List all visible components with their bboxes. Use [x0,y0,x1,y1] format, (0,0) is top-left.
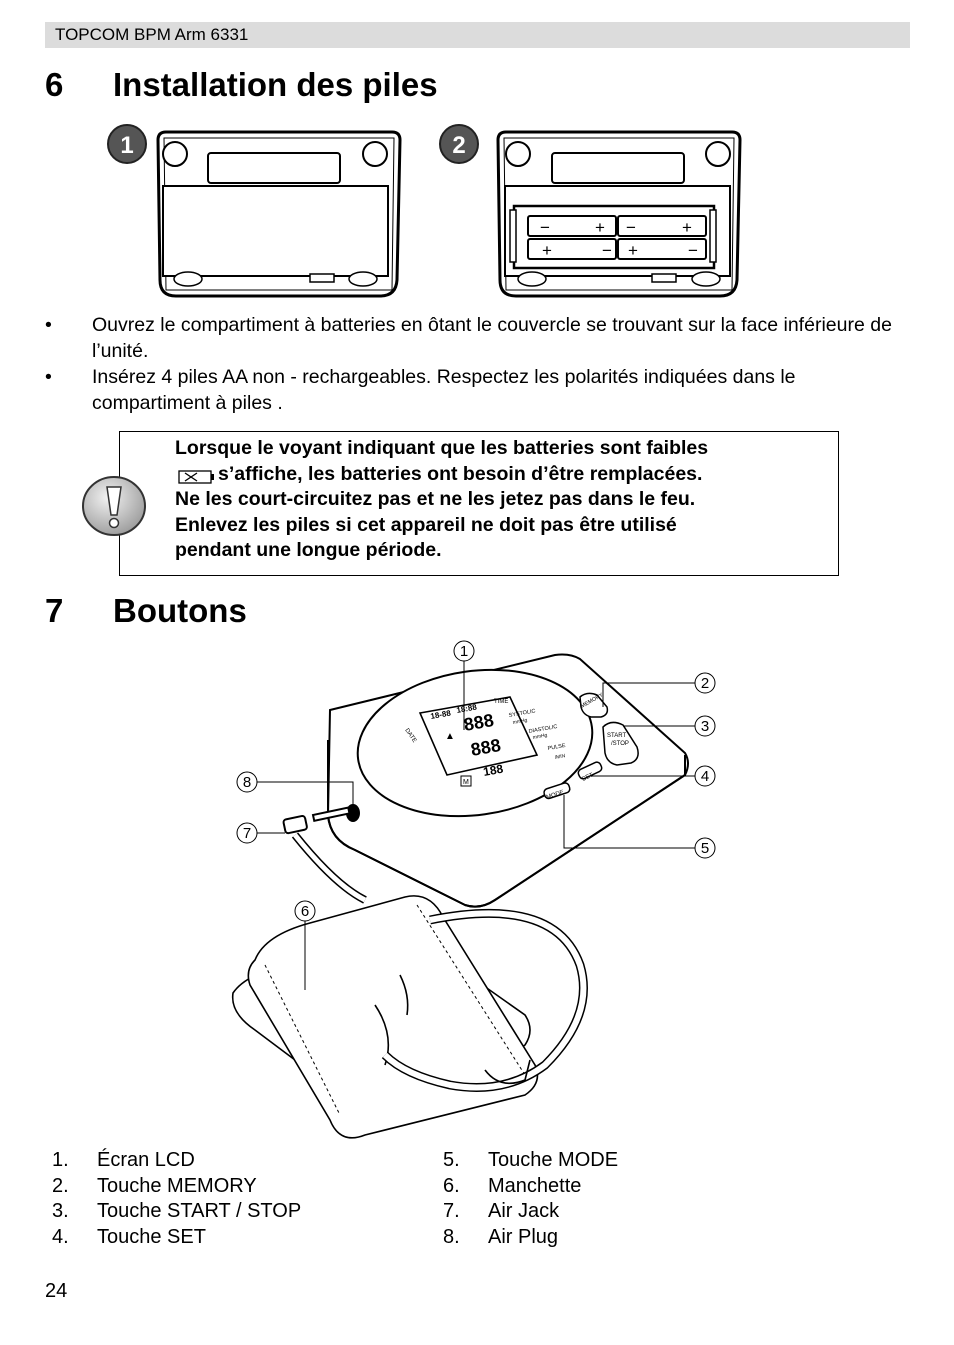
callout-lines [257,661,695,990]
low-battery-icon [178,469,214,484]
svg-text:▲: ▲ [445,731,455,742]
svg-text:188: 188 [482,762,504,779]
svg-text:SYSTOLIC: SYSTOLIC [508,708,536,719]
list-item: •Ouvrez le compartiment à batteries en ô… [45,314,892,362]
header-title: TOPCOM BPM Arm 6331 [55,25,249,44]
callout-number: 2 [701,675,709,692]
svg-text:−: − [540,218,550,237]
legend-right: 5.Touche MODE 6.Manchette 7.Air Jack 8.A… [443,1148,743,1251]
svg-text:18:88: 18:88 [456,702,478,715]
warning-box: Lorsque le voyant indiquant que les batt… [119,431,839,576]
svg-text:PULSE: PULSE [547,743,566,752]
lcd-screen [418,696,539,776]
svg-text:2: 2 [452,132,465,159]
battery-installation-figure: 1 2 − + − + [107,124,742,298]
svg-text:MODE: MODE [546,790,565,801]
battery-cell: + − [617,238,707,260]
warning-line: pendant une longue période. [175,539,442,561]
svg-text:−: − [688,241,698,260]
svg-text:START: START [607,733,626,739]
callout-number: 3 [701,718,709,735]
svg-text:DIASTOLIC: DIASTOLIC [528,724,558,735]
list-item: 8.Air Plug [443,1226,559,1249]
svg-text:−: − [602,241,612,260]
svg-text:M: M [463,779,469,786]
list-item: 5.Touche MODE [443,1149,619,1171]
svg-text:−: − [626,218,636,237]
warning-line: Enlevez les piles si cet appareil ne doi… [175,513,677,536]
list-item: 7.Air Jack [443,1200,560,1223]
running-header: TOPCOM BPM Arm 6331 [45,22,910,48]
callout-marker [236,640,716,922]
callout-number: 6 [301,903,309,920]
cuff [231,832,588,1139]
section-7-number: 7 [45,592,64,629]
bullet-text: Insérez 4 piles AA non - rechargeables. … [92,366,796,414]
section-7-title: Boutons [113,592,247,629]
svg-text:mmHg: mmHg [512,717,528,726]
section-6-title: Installation des piles [113,66,438,103]
svg-text:+: + [628,241,638,260]
svg-text:/MIN: /MIN [554,753,566,761]
callout-number: 7 [243,825,251,842]
list-item: 6.Manchette [443,1174,582,1197]
memory-button[interactable]: MEMORY [579,692,609,718]
instruction-list: •Ouvrez le compartiment à batteries en ô… [45,312,915,416]
legend-left: 1.Écran LCD 2.Touche MEMORY 3.Touche STA… [52,1148,382,1251]
monitor-body: 888 888 188 18:88 18-88 ▲ TIME SYSTOLIC … [282,653,689,908]
bullet-text: Ouvrez le compartiment à batteries en ôt… [92,314,892,362]
callout-number: 8 [243,774,251,791]
section-6-number: 6 [45,66,64,103]
svg-text:18-88: 18-88 [430,708,452,721]
warning-line: Lorsque le voyant indiquant que les batt… [175,437,709,459]
device-buttons-figure: 888 888 188 18:88 18-88 ▲ TIME SYSTOLIC … [231,640,716,1139]
svg-text:+: + [542,241,552,260]
list-item: 2.Touche MEMORY [52,1174,257,1197]
warning-line: Ne les court-circuitez pas et ne les jet… [175,488,696,510]
warning-line: s’affiche, les batteries ont besoin d’êt… [218,462,703,485]
list-item: 1.Écran LCD [52,1149,195,1171]
list-item: •Insérez 4 piles AA non - rechargeables.… [45,366,796,414]
set-button[interactable]: SET [577,761,603,783]
callout-number: 1 [460,643,468,660]
battery-cell: − + [617,215,707,237]
callout-number: 4 [701,768,709,785]
battery-cell: + − [527,238,617,260]
svg-text:mmHg: mmHg [532,732,548,741]
mode-button[interactable]: MODE [543,782,571,801]
step-1-marker: 1 [107,124,147,164]
device-underside-closed [156,130,402,298]
list-item: 3.Touche START / STOP [52,1200,302,1223]
svg-text:+: + [595,218,605,237]
svg-text:1: 1 [120,132,133,159]
device-underside-open: − + − + + − + − [496,130,742,298]
callout-number: 5 [701,840,709,857]
page-number: 24 [45,1280,68,1302]
svg-text:SET: SET [581,772,594,783]
air-jack [282,804,360,835]
battery-cell: − + [527,215,617,237]
warning-exclamation-icon [82,476,146,536]
svg-text:+: + [682,218,692,237]
svg-text:TIME: TIME [494,699,508,705]
svg-text:/STOP: /STOP [611,741,629,747]
start-stop-button[interactable]: START /STOP [602,721,639,766]
list-item: 4.Touche SET [52,1226,206,1249]
step-2-marker: 2 [439,124,479,164]
